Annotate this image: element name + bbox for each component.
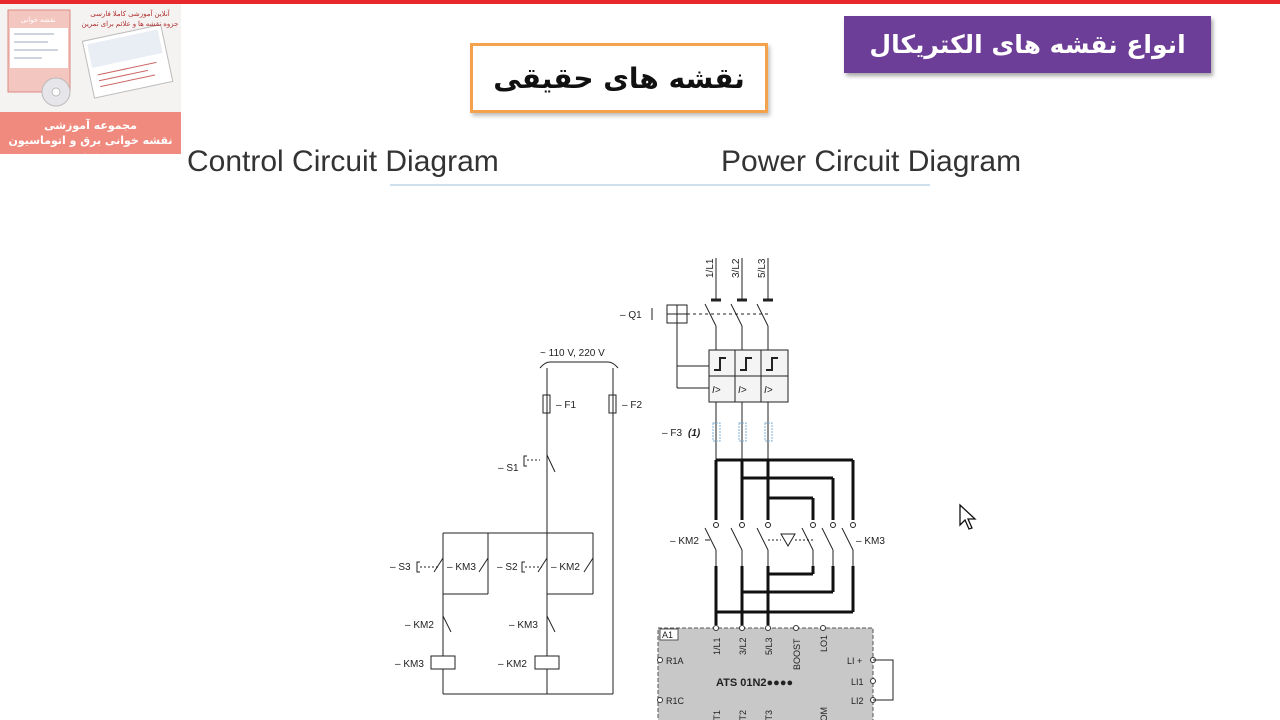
t3-label: 6/T3 <box>764 710 774 720</box>
km3-interlock-label: – KM3 <box>509 620 538 631</box>
overload-2: I> <box>738 385 747 396</box>
thumb-caption-line1: مجموعه آموزشی <box>44 119 137 132</box>
title-divider <box>390 184 930 186</box>
f3-label: – F3 <box>662 428 682 439</box>
thumb-header-2: جزوه نقشه ها و علائم برای تمرین <box>82 20 179 28</box>
f1-label: – F1 <box>556 400 576 411</box>
q1-label: – Q1 <box>620 310 642 321</box>
com-label: COM <box>819 707 829 720</box>
thumb-header-1: آنلاین آموزشی کاملا فارسی <box>90 8 171 18</box>
supply-label: ~ 110 V, 220 V <box>540 348 605 359</box>
r1c-label: R1C <box>666 696 685 706</box>
in-l2-label: 3/L2 <box>738 637 748 655</box>
t2-label: 4/T2 <box>738 710 748 720</box>
s1-label: – S1 <box>498 463 519 474</box>
line-l1-label: 1/L1 <box>705 258 716 278</box>
model-label: ATS 01N2●●●● <box>716 677 793 689</box>
km3-power-label: – KM3 <box>856 536 885 547</box>
line-l3-label: 5/L3 <box>757 258 768 278</box>
electrical-diagram: ~ 110 V, 220 V – F1 – F2 – S1 – S3 – KM3… <box>390 258 894 720</box>
km2-interlock-label: – KM2 <box>405 620 434 631</box>
mouse-pointer-icon <box>959 503 977 530</box>
in-l3-label: 5/L3 <box>764 637 774 655</box>
s3-label: – S3 <box>390 562 411 573</box>
li2-label: LI2 <box>851 696 864 706</box>
km3-contact-label: – KM3 <box>447 562 476 573</box>
power-circuit-label: Power Circuit Diagram <box>721 145 1022 178</box>
course-cover-image: آنلاین آموزشی کاملا فارسی جزوه نقشه ها و… <box>0 4 181 112</box>
km2-contact-label: – KM2 <box>551 562 580 573</box>
header-title-badge: انواع نقشه های الکتریکال <box>844 16 1211 73</box>
km2-power-label: – KM2 <box>670 536 699 547</box>
s2-label: – S2 <box>497 562 518 573</box>
thumb-box-title: نقشه خوانی <box>20 16 55 24</box>
lo1-label: LO1 <box>819 635 829 652</box>
t1-label: 2/T1 <box>712 710 722 720</box>
boost-label: BOOST <box>792 638 802 670</box>
course-thumbnail: آنلاین آموزشی کاملا فارسی جزوه نقشه ها و… <box>0 4 181 154</box>
r1a-label: R1A <box>666 656 684 666</box>
overload-1: I> <box>712 385 721 396</box>
f2-label: – F2 <box>622 400 642 411</box>
line-l2-label: 3/L2 <box>731 258 742 278</box>
thumb-caption-line2: نقشه خوانی برق و اتوماسیون صنعتی <box>8 134 173 154</box>
li-plus-label: LI + <box>847 656 862 666</box>
km3-coil-label: – KM3 <box>395 659 424 670</box>
slide-canvas <box>0 4 1280 720</box>
f3-note: (1) <box>688 428 701 439</box>
overload-3: I> <box>764 385 773 396</box>
a1-label: A1 <box>662 630 673 640</box>
top-accent-bar <box>0 0 1280 4</box>
subtitle-box: نقشه های حقیقی <box>470 43 768 113</box>
li1-label: LI1 <box>851 677 864 687</box>
thumb-caption: مجموعه آموزشی نقشه خوانی برق و اتوماسیون… <box>0 112 181 154</box>
control-circuit-label: Control Circuit Diagram <box>187 145 499 178</box>
km2-coil-label: – KM2 <box>498 659 527 670</box>
in-l1-label: 1/L1 <box>712 637 722 655</box>
